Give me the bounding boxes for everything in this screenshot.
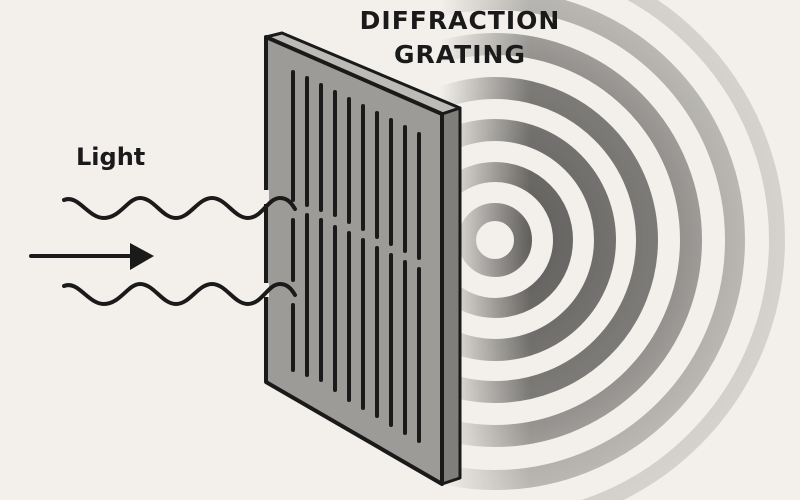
incoming-waves — [62, 195, 297, 307]
ring-7 — [205, 0, 785, 500]
light-label: Light — [76, 143, 146, 171]
diffraction-grating — [263, 31, 462, 486]
title-line-1: DIFFRACTION — [359, 6, 561, 35]
grating-slits — [291, 70, 421, 443]
ring-1 — [458, 203, 532, 277]
title-line-2: GRATING — [394, 40, 526, 69]
arrow-right-icon — [29, 243, 154, 270]
sine-wave-icon — [62, 281, 297, 307]
grating-face — [264, 35, 444, 486]
ring-6 — [245, 0, 745, 490]
grating-side-edge — [440, 106, 462, 486]
diagram-title: DIFFRACTION GRATING — [340, 4, 580, 72]
sine-wave-icon — [62, 195, 297, 221]
